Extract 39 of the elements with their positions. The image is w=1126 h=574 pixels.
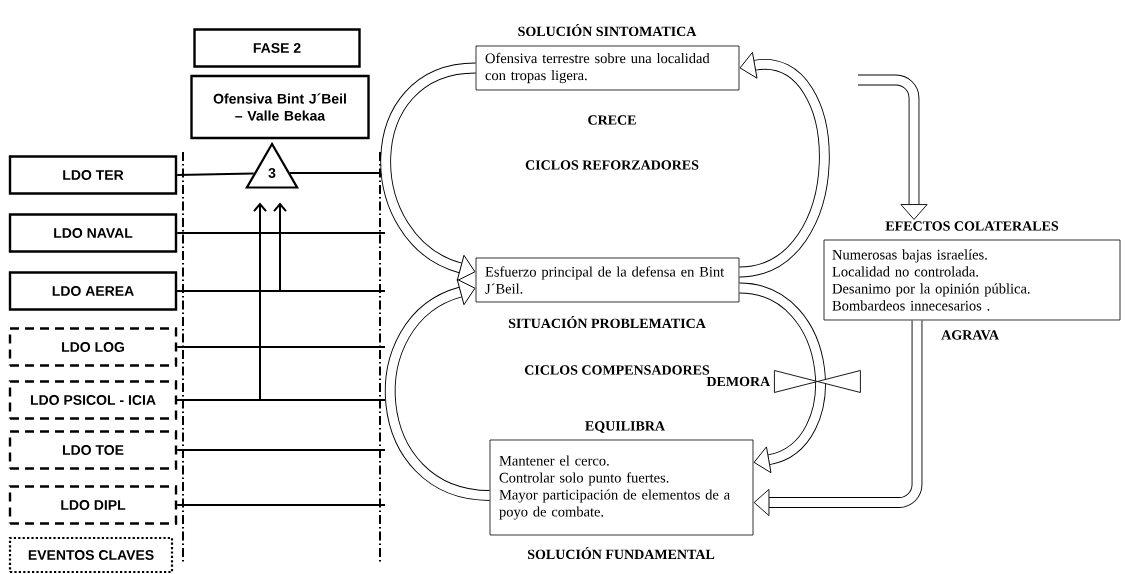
line-label-box: LDO TER [8, 155, 178, 195]
node-label: Desanimo por la opinión pública. [832, 283, 1030, 297]
line-label-box: LDO DIPL [8, 485, 178, 525]
phase-box: FASE 2 [193, 28, 361, 68]
line-label-box: LDO TOE [8, 430, 178, 470]
block-arrow [753, 320, 923, 517]
heading: EFECTOS COLATERALES [885, 221, 1059, 231]
line-label-box: LDO LOG [8, 327, 178, 367]
text-box: Esfuerzo principal de la defensa en Bint J´Beil. [475, 257, 740, 303]
line [176, 172, 255, 176]
cycle-label: DEMORA [706, 376, 771, 387]
text-box: Mantener el cerco. Controlar solo punto fuertes. Mayor participación de elementos de a poyo de combate. [489, 439, 754, 536]
heading: SOLUCIÓN SINTOMATICA [518, 23, 697, 37]
operation-box: Ofensiva Bint J´Beil – Valle Bekaa [190, 74, 370, 140]
heading: SOLUCIÓN FUNDAMENTAL [527, 546, 715, 560]
heading: SITUACIÓN PROBLEMATICA [508, 315, 706, 329]
arrow [176, 202, 287, 292]
block-arrow [385, 278, 491, 501]
text-box: Ofensiva terrestre sobre una localidad con tropas ligera. [475, 45, 740, 91]
line [176, 449, 386, 451]
line [176, 504, 386, 506]
line-label-box: LDO NAVAL [8, 213, 178, 253]
line [176, 232, 386, 234]
key-events-box: EVENTOS CLAVES [8, 536, 174, 574]
line-label-box: LDO PSICOL - ICIA [8, 380, 178, 420]
cycle-label: CICLOS COMPENSADORES [524, 365, 710, 375]
node-label: Numerosas bajas israelíes. [832, 249, 987, 263]
line-label-box: LDO AEREA [8, 271, 178, 311]
block-arrow [380, 62, 477, 282]
node-label: Localidad no controlada. [832, 266, 979, 277]
cycle-label: CRECE [588, 115, 636, 125]
block-arrow [738, 51, 830, 278]
line [176, 346, 386, 348]
node-label: Bombardeos innecesarios . [832, 300, 990, 311]
block-arrow [858, 74, 928, 220]
block-arrow [738, 282, 826, 474]
text-box: Numerosas bajas israelíes. Localidad no controlada. Desanimo por la opinión pública. Bombardeos innecesarios . [823, 239, 1121, 321]
cycle-label: CICLOS REFORZADORES [525, 160, 699, 170]
arrow [176, 202, 267, 401]
